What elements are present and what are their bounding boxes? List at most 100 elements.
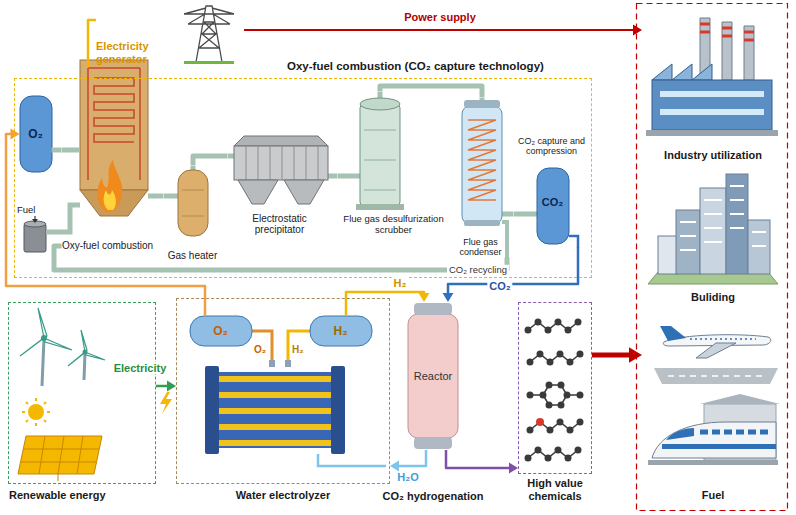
precipitator-icon	[234, 136, 328, 204]
chemicals-region: High value chemicals	[518, 302, 592, 474]
condenser-icon	[462, 100, 502, 226]
arrowhead	[629, 347, 642, 363]
edge-label: CO₂ recycling	[447, 265, 509, 275]
electrolyzer-tanks	[190, 316, 372, 346]
connector-line	[88, 20, 96, 68]
runway-line	[668, 375, 766, 377]
condenser-foot	[464, 220, 500, 226]
connector-line	[592, 353, 630, 358]
reactor-bottom	[414, 437, 452, 449]
pylon-ground	[184, 61, 234, 64]
stack-nozzle	[285, 360, 291, 367]
scrubber-base	[356, 204, 404, 210]
arrowhead	[509, 463, 518, 474]
stack-core	[219, 372, 331, 448]
flow-label: Fuel	[17, 204, 35, 215]
scrubber-tower	[360, 104, 400, 206]
plane-windows	[690, 338, 756, 340]
equipment-label: Flue gas condenser	[452, 237, 510, 258]
runway	[654, 368, 778, 384]
condenser-shell	[462, 106, 502, 224]
stack-plate	[205, 366, 219, 454]
factory-windows	[660, 94, 764, 112]
esp-roof	[234, 136, 328, 146]
connector-line	[510, 212, 514, 217]
equipment-label: Buliding	[691, 291, 735, 304]
co2-stub	[569, 236, 578, 248]
stage-caption: CO₂ hydrogenation	[383, 490, 484, 502]
equipment-label: Industry utilization	[664, 149, 762, 162]
equipment-label: Oxy-fuel combustion	[62, 240, 153, 252]
building-a	[658, 236, 678, 274]
connector-line	[446, 450, 510, 468]
precipitator-node: Electrostatic precipitator	[228, 132, 332, 236]
condenser-cap	[464, 100, 500, 108]
connector	[592, 347, 642, 363]
h2-store	[310, 316, 372, 346]
scrubber-dome	[360, 98, 400, 110]
connector	[332, 176, 338, 177]
connector	[193, 156, 228, 166]
building-windows	[680, 186, 766, 250]
industry-node: Industry utilization	[642, 12, 784, 162]
arrowhead	[11, 129, 20, 140]
region-caption: Water electrolyzer	[177, 489, 389, 502]
arrowhead	[390, 461, 399, 472]
station-roof	[700, 394, 780, 404]
connector-line	[332, 174, 338, 179]
mill-body	[24, 224, 46, 252]
boiler-icon	[80, 60, 148, 216]
edge-label: Electricity	[112, 362, 169, 374]
connector	[380, 86, 482, 98]
plane-wing	[696, 343, 736, 358]
connector-line	[380, 86, 482, 98]
equipment-label: Fuel	[702, 489, 725, 502]
factory-hall	[652, 80, 772, 130]
tank-label: H₂	[334, 324, 348, 338]
region-caption: High value chemicals	[519, 477, 591, 503]
connector	[154, 196, 164, 197]
track	[648, 460, 778, 465]
connector-line	[346, 292, 424, 316]
edge-label: H₂	[392, 277, 409, 289]
boiler-tubes	[88, 68, 140, 180]
connector	[346, 292, 429, 316]
capture-region: Oxy-fuel combustion (CO₂ capture technol…	[14, 78, 592, 278]
arrowhead	[633, 25, 642, 36]
esp-hoppers	[238, 180, 324, 204]
co2-tank-body	[537, 168, 569, 244]
train-nose-window	[666, 428, 694, 440]
scrubber-bands	[364, 130, 396, 190]
pylon-icon	[184, 6, 234, 64]
o2-tank-body	[20, 96, 52, 172]
electrolyzer-region: Water electrolyzerO₂H₂	[176, 298, 390, 484]
boiler-hopper	[80, 190, 148, 216]
sun	[28, 404, 44, 420]
train-body	[652, 422, 776, 458]
oxygen-tank: O₂	[20, 96, 52, 172]
solar-panel	[18, 436, 102, 474]
co2-tank: CO₂ capture and compressionCO₂	[514, 136, 590, 248]
edge-label: CO₂	[487, 280, 512, 292]
flow-label: O₂	[254, 344, 266, 355]
connector	[88, 20, 96, 68]
arrowhead	[419, 293, 430, 302]
turbine-towers	[42, 338, 85, 386]
factory-base	[646, 130, 778, 136]
connector-line	[398, 450, 426, 466]
building-b	[676, 210, 700, 274]
region-caption: Renewable energy	[9, 489, 155, 502]
use-panel-frame	[637, 4, 788, 511]
condenser-node: Flue gas condenser	[452, 98, 510, 258]
equipment-label: Electrostatic precipitator	[228, 213, 332, 236]
o2-store	[190, 316, 252, 346]
h2-pipe	[288, 331, 310, 366]
fuel-mill-icon	[24, 216, 46, 252]
connector-line	[154, 194, 164, 199]
water-return-line	[318, 454, 386, 466]
heater-node: Gas heater	[164, 166, 222, 262]
connector	[510, 214, 514, 215]
reactor-icon	[408, 303, 458, 449]
pylon-frame	[184, 6, 234, 62]
